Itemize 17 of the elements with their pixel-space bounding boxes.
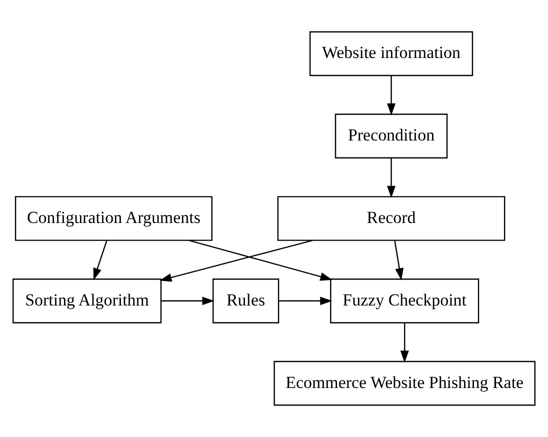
node-box: Record <box>277 196 506 241</box>
arrow <box>160 240 313 282</box>
arrow <box>400 323 409 363</box>
node-box: Website information <box>309 31 474 76</box>
arrow <box>188 240 332 281</box>
arrow <box>161 296 214 306</box>
node-box: Ecommerce Website Phishing Rate <box>274 360 536 406</box>
arrow <box>279 296 332 306</box>
node-box: Fuzzy Checkpoint <box>330 278 480 324</box>
arrow <box>394 240 404 280</box>
arrow <box>387 158 396 198</box>
node-box: Rules <box>212 278 280 324</box>
arrow <box>93 240 108 280</box>
node-box: Configuration Arguments <box>14 196 212 241</box>
arrow <box>387 76 396 116</box>
node-box: Sorting Algorithm <box>12 278 162 324</box>
node-box: Precondition <box>334 114 448 158</box>
